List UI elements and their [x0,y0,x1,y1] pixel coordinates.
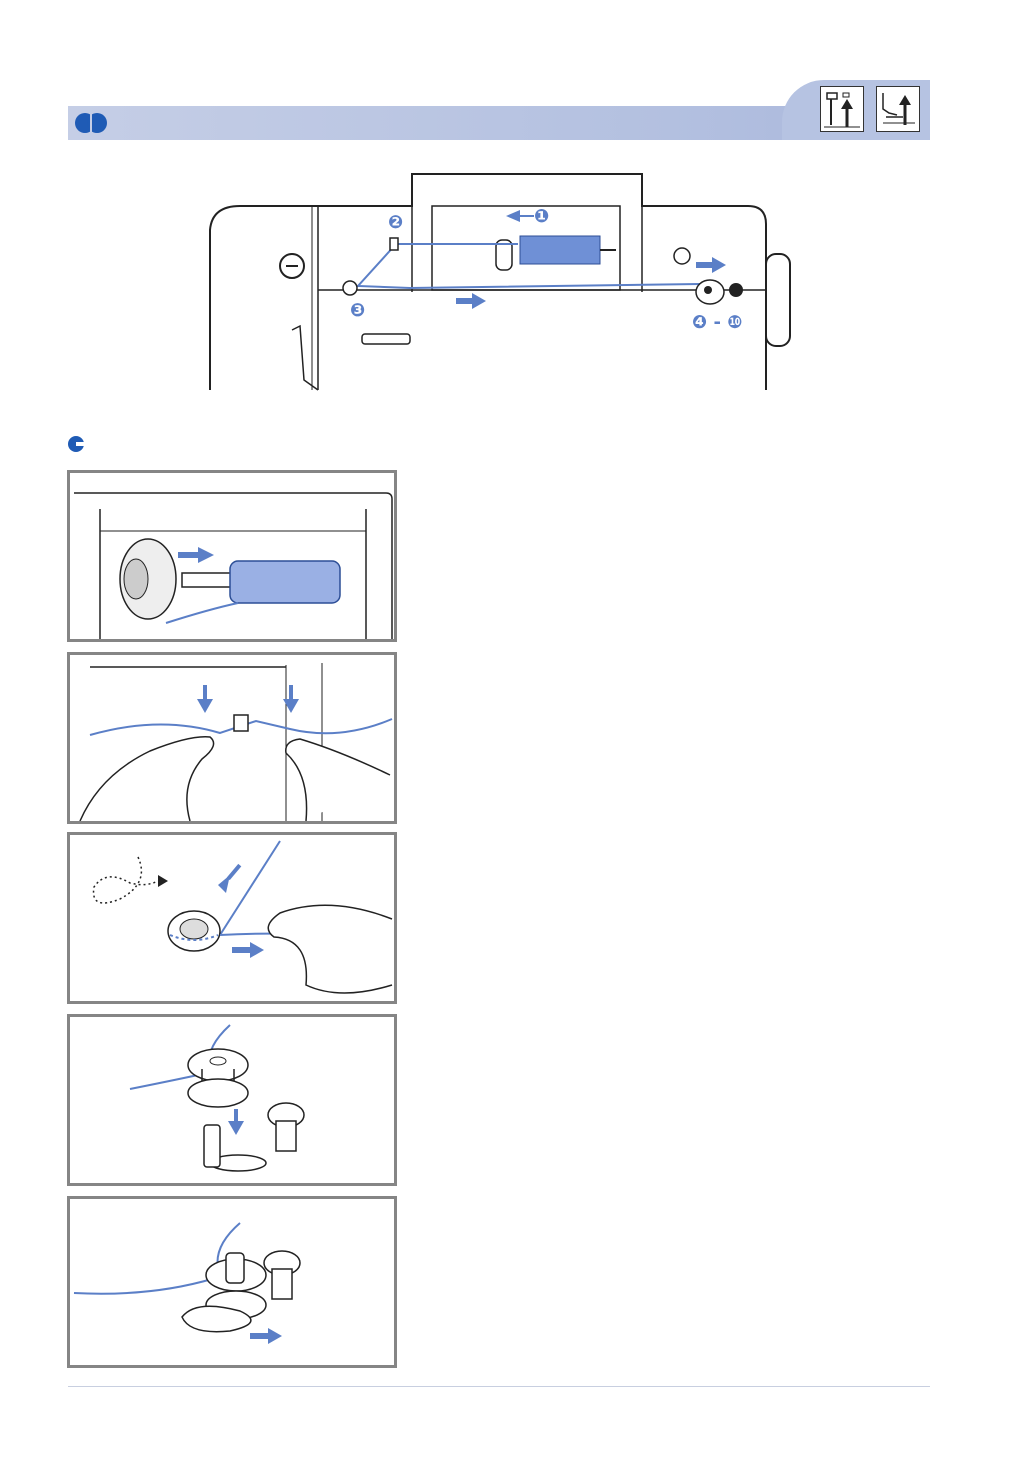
footer-rule [68,1386,930,1387]
step-figure-3 [67,832,397,1004]
callout-step-3: ❸ [350,300,365,321]
step-figure-1 [67,470,397,642]
section-bullet-icon [68,436,84,452]
needle-up-icon [820,86,864,132]
step-figure-4 [67,1014,397,1186]
callout-step-4-10: ❹ - ❿ [692,312,742,333]
callout-step-1: ❶ [534,206,549,227]
presser-foot-up-icon [876,86,920,132]
bobbin-winding-path-figure: ❶ ❷ ❸ ❹ - ❿ [200,170,800,395]
chapter-logo-icon [74,112,108,134]
step-figure-2 [67,652,397,824]
step-figure-5 [67,1196,397,1368]
callout-step-2: ❷ [388,212,403,233]
